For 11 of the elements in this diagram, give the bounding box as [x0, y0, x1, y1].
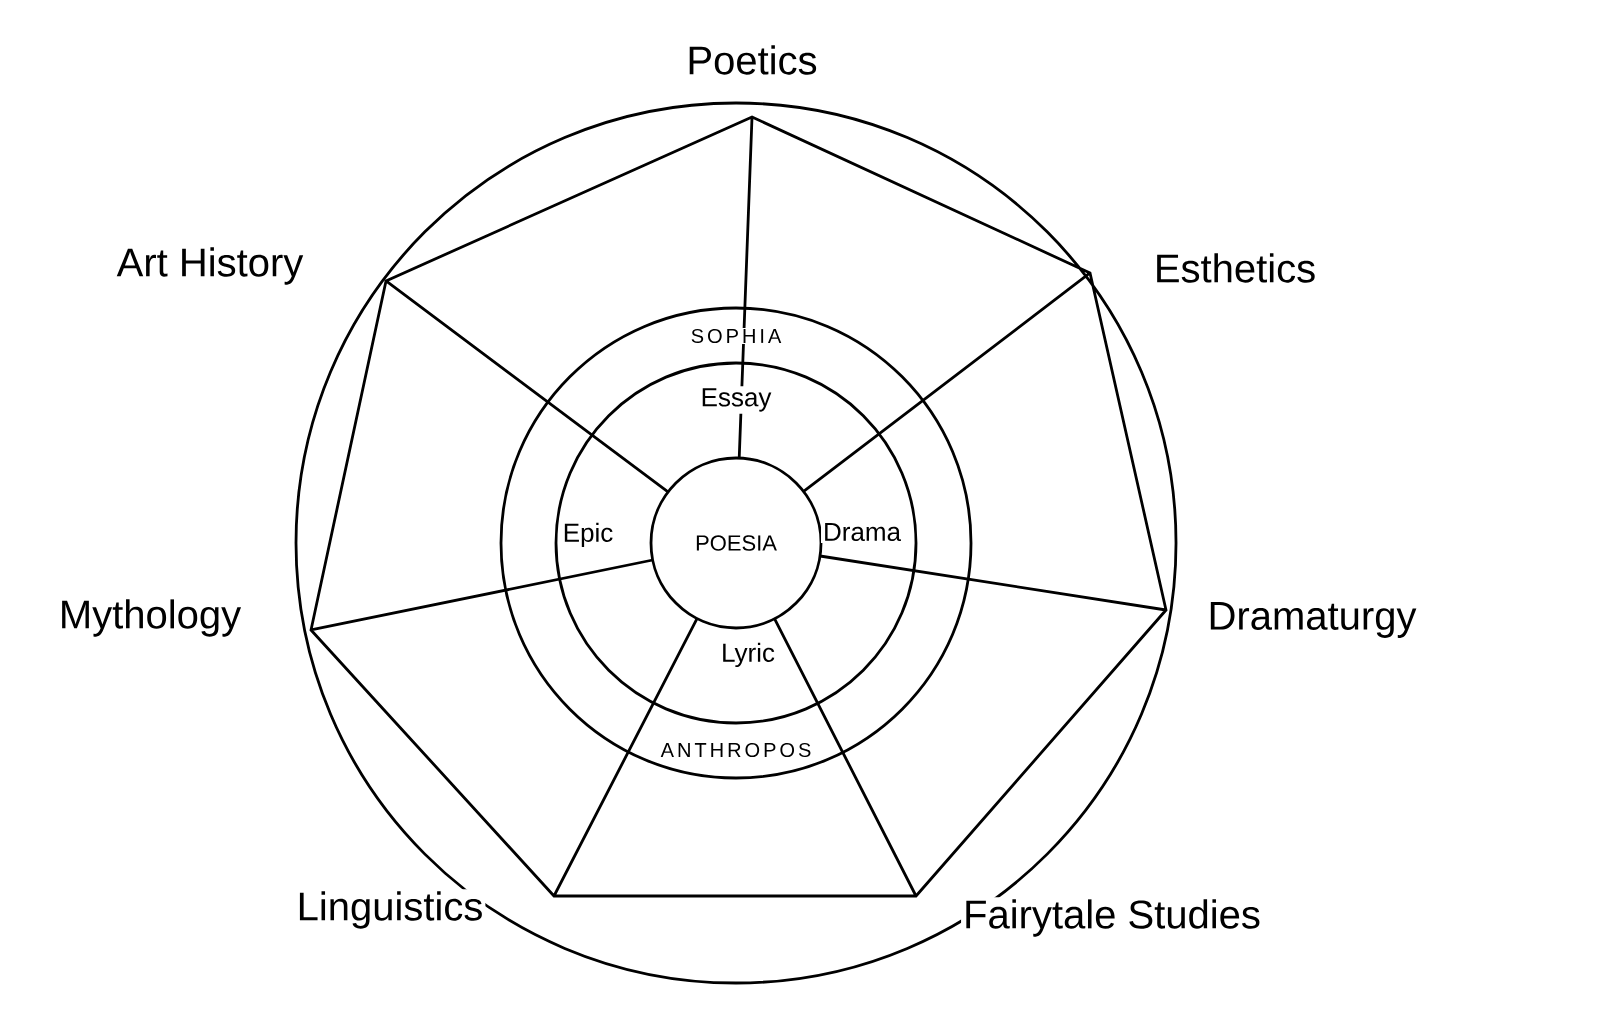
- label: Esthetics: [1151, 251, 1319, 285]
- label: Dramaturgy: [1205, 600, 1419, 640]
- label: Lyric: [719, 640, 777, 670]
- label: Drama: [821, 520, 903, 544]
- label: Essay: [698, 386, 774, 414]
- label: Art History: [114, 245, 306, 287]
- label: Epic: [560, 520, 616, 550]
- label: Linguistics: [294, 889, 486, 931]
- label: Fairytale Studies: [961, 897, 1263, 939]
- label: Poetics: [684, 43, 820, 77]
- label: Mythology: [56, 597, 244, 639]
